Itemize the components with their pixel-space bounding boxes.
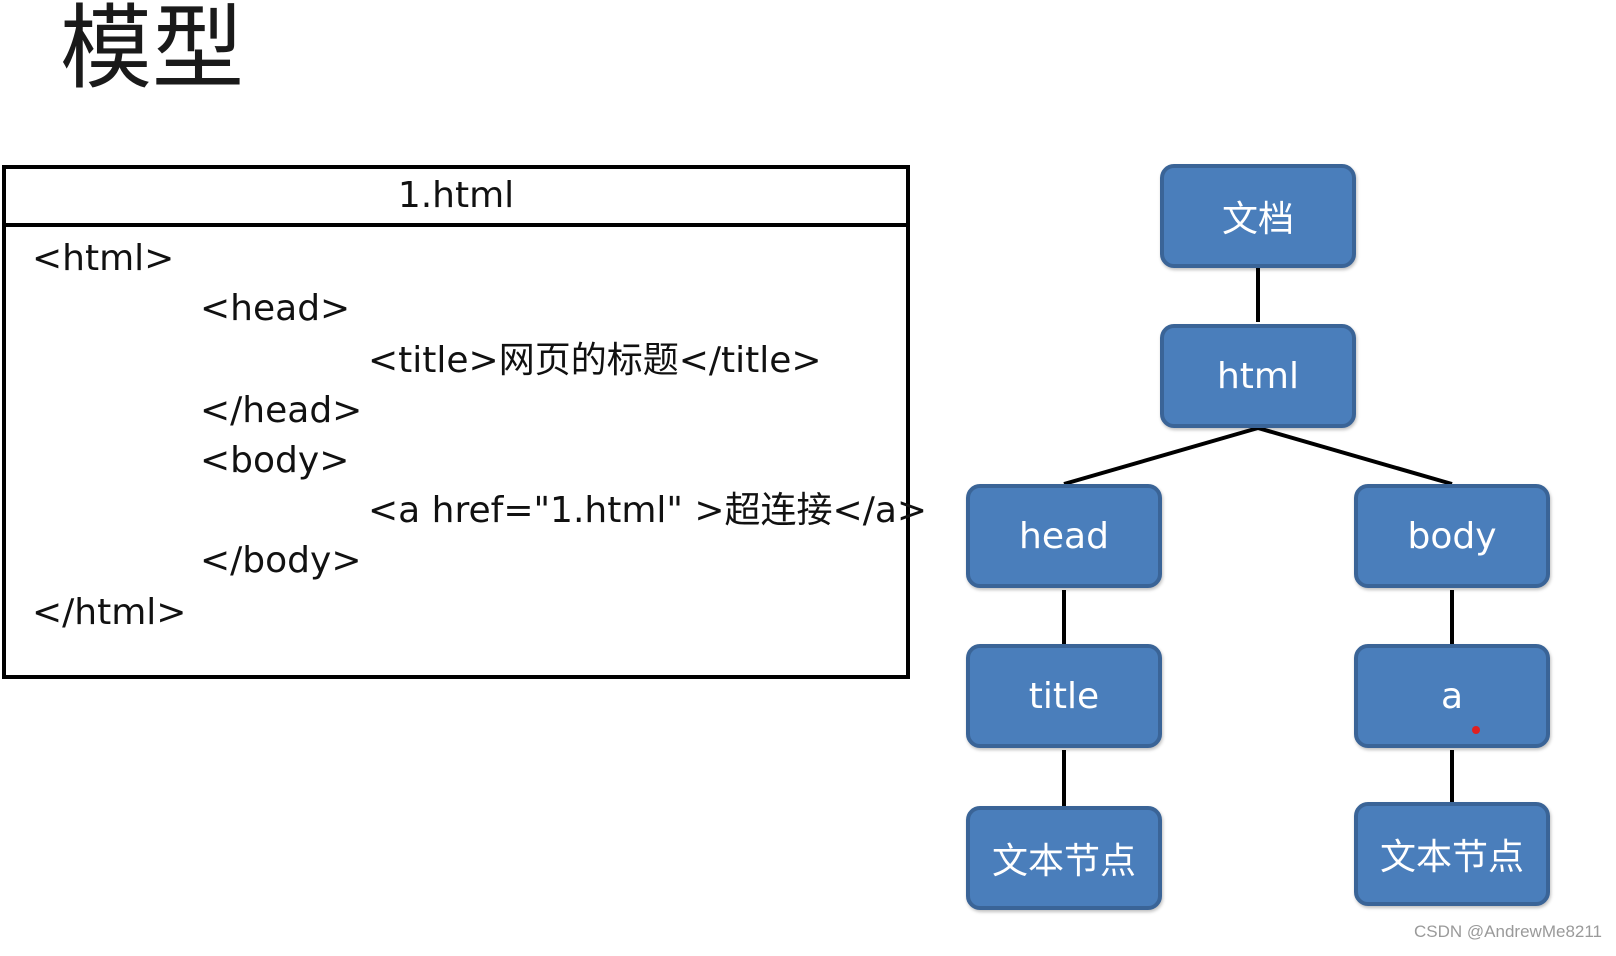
node-a: a xyxy=(1354,644,1550,748)
code-line-body-close: </body> xyxy=(200,540,362,581)
code-line-html-close: </html> xyxy=(32,592,187,633)
code-filename: 1.html xyxy=(6,169,906,227)
node-text-right: 文本节点 xyxy=(1354,802,1550,906)
edge-html-head xyxy=(1063,426,1259,486)
node-body: body xyxy=(1354,484,1550,588)
node-head: head xyxy=(966,484,1162,588)
node-document: 文档 xyxy=(1160,164,1356,268)
code-line-head-open: <head> xyxy=(200,288,351,329)
watermark: CSDN @AndrewMe8211 xyxy=(1414,922,1602,941)
code-line-title: <title>网页的标题</title> xyxy=(368,340,822,381)
red-dot-marker xyxy=(1472,726,1480,734)
node-title: title xyxy=(966,644,1162,748)
edge-html-body xyxy=(1257,426,1453,486)
code-line-body-open: <body> xyxy=(200,440,350,481)
page-title: 模型 xyxy=(60,0,245,102)
code-box: 1.html <html> <head> <title>网页的标题</title… xyxy=(2,165,927,679)
node-text-left: 文本节点 xyxy=(966,806,1162,910)
code-line-head-close: </head> xyxy=(200,390,363,431)
code-line-anchor: <a href="1.html" >超连接</a> xyxy=(368,490,928,531)
node-html: html xyxy=(1160,324,1356,428)
code-line-html-open: <html> xyxy=(32,238,175,279)
